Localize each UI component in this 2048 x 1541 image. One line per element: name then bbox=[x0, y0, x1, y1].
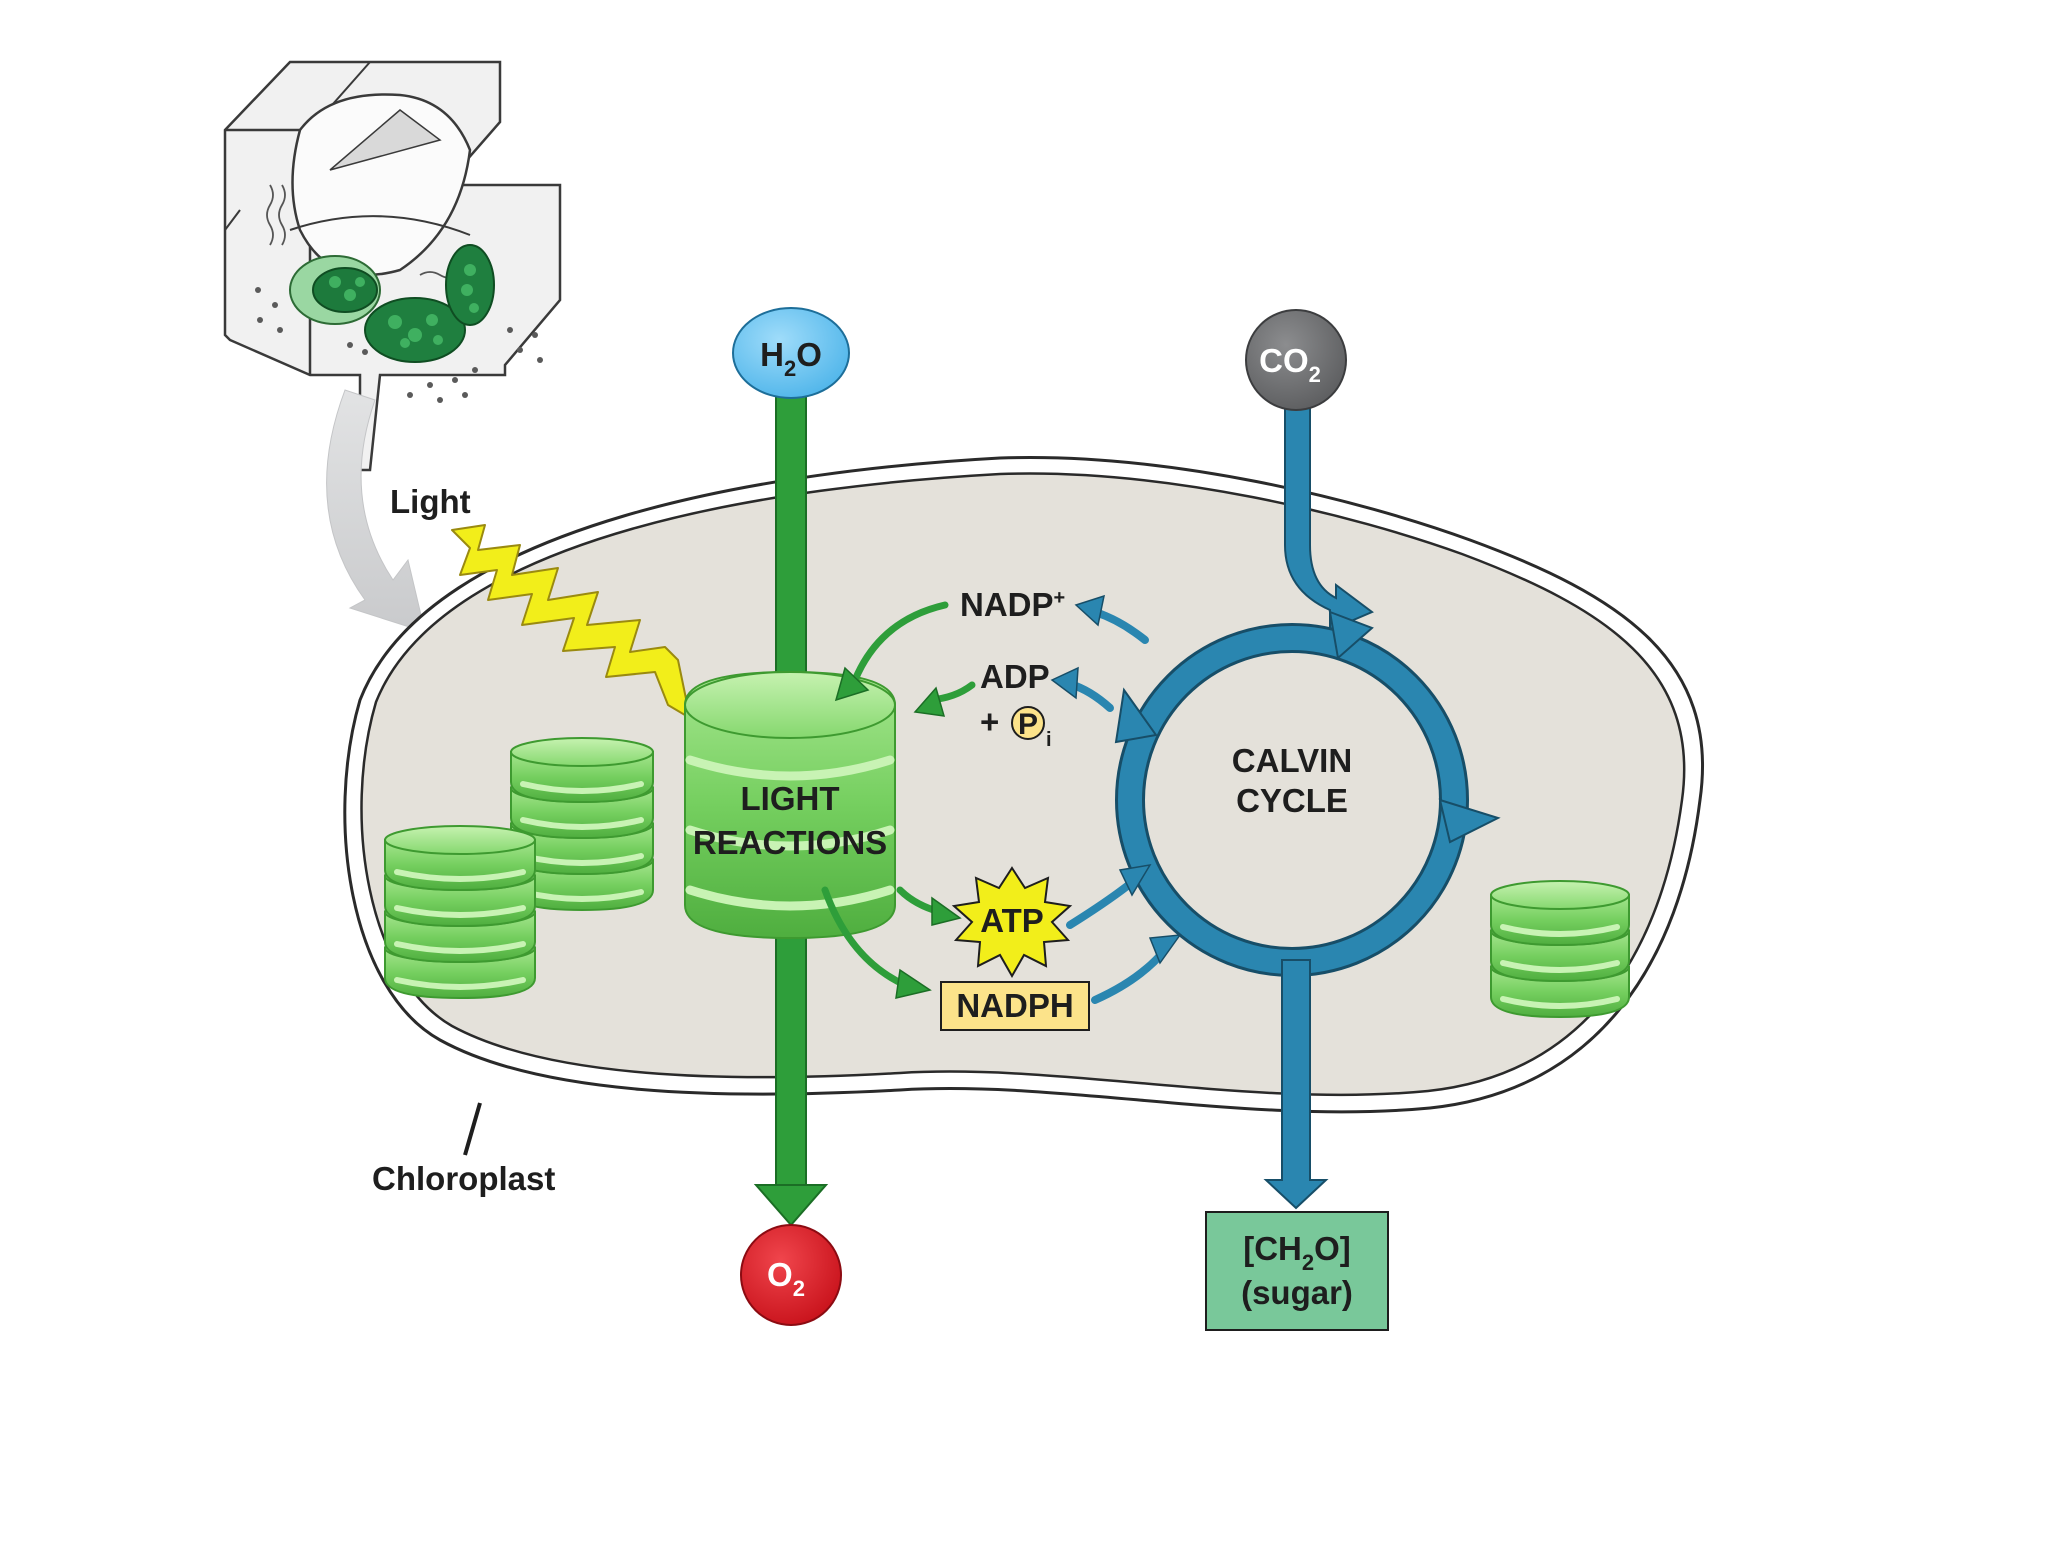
granum-left-front bbox=[384, 825, 536, 1000]
adp-label: ADP bbox=[980, 658, 1050, 695]
calvin-cycle-label-line1: CALVIN bbox=[1232, 742, 1352, 779]
cycle-return-arrowheads bbox=[1050, 594, 1182, 965]
nadph-label: NADPH bbox=[956, 987, 1073, 1024]
light-reactions-label-line2: REACTIONS bbox=[693, 824, 887, 861]
light-reaction-arrowheads bbox=[834, 666, 962, 999]
nadp-plus-label: NADP+ bbox=[960, 586, 1065, 623]
oxygen-bubble bbox=[740, 1224, 842, 1326]
water-bubble bbox=[732, 307, 850, 399]
sugar-formula-label: [CH2O] bbox=[1243, 1230, 1351, 1275]
calvin-cycle-label-line2: CYCLE bbox=[1236, 782, 1348, 819]
sugar-box bbox=[1205, 1211, 1389, 1331]
phosphate-circle bbox=[1011, 706, 1045, 740]
chloroplast-pointer bbox=[463, 1102, 482, 1156]
granum-right bbox=[1490, 880, 1630, 1019]
granum-left-back bbox=[510, 737, 654, 912]
plus-sign: + bbox=[980, 703, 999, 740]
phosphate-label: P bbox=[1018, 708, 1038, 741]
water-label: H2O bbox=[760, 336, 822, 381]
light-label: Light bbox=[390, 483, 471, 520]
phosphate-subscript: i bbox=[1046, 729, 1052, 751]
co2-bubble bbox=[1245, 309, 1347, 411]
nadph-box bbox=[940, 981, 1090, 1031]
plant-cell-illustration bbox=[223, 60, 562, 472]
co2-label: CO2 bbox=[1259, 342, 1321, 387]
sugar-name-label: (sugar) bbox=[1241, 1274, 1353, 1311]
thylakoid-stacks bbox=[384, 737, 1630, 1019]
water-to-oxygen-arrow bbox=[753, 389, 829, 1227]
light-reactions-label-line1: LIGHT bbox=[741, 780, 840, 817]
zoom-arrow bbox=[326, 389, 426, 633]
atp-label: ATP bbox=[980, 902, 1044, 939]
calvin-cycle-path bbox=[1114, 399, 1501, 1210]
oxygen-label: O2 bbox=[767, 1256, 805, 1301]
chloroplast-label: Chloroplast bbox=[372, 1160, 555, 1197]
atp-starburst bbox=[951, 866, 1073, 979]
